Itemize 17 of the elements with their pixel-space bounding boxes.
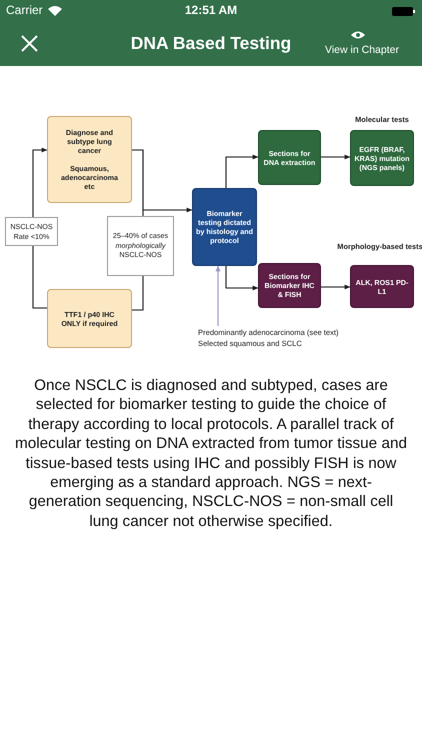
status-text: Carrier bbox=[6, 3, 44, 17]
process-box bbox=[258, 130, 321, 185]
process-box bbox=[47, 116, 132, 203]
connector-arrow bbox=[225, 266, 259, 290]
process-box bbox=[47, 289, 132, 348]
caption-text: Once NSCLC is diagnosed and subtyped, cases are selected for biomarker testing to guide the choice of therapy according to local protocols. A parallel track of molecular testing on DNA extracted from tumor tissue and tissue-based tests using IHC and possibly FISH is now emerging as a standard approach. NGS = next-generation sequencing, NSCLC-NOS = non-small cell lung cancer not otherwise specified. bbox=[14, 376, 408, 532]
screen-title: DNA Based Testing bbox=[130, 33, 292, 54]
process-box bbox=[350, 130, 414, 186]
process-box bbox=[350, 265, 414, 308]
pointer-arrow bbox=[216, 265, 220, 326]
connector-arrow bbox=[225, 154, 259, 188]
process-box bbox=[192, 188, 257, 266]
status-text: 12:51 AM bbox=[184, 3, 238, 17]
connector-arrow bbox=[321, 154, 351, 160]
menu-label: View in Chapter bbox=[324, 44, 400, 56]
process-box bbox=[258, 263, 321, 308]
connector-arrow bbox=[321, 284, 351, 290]
